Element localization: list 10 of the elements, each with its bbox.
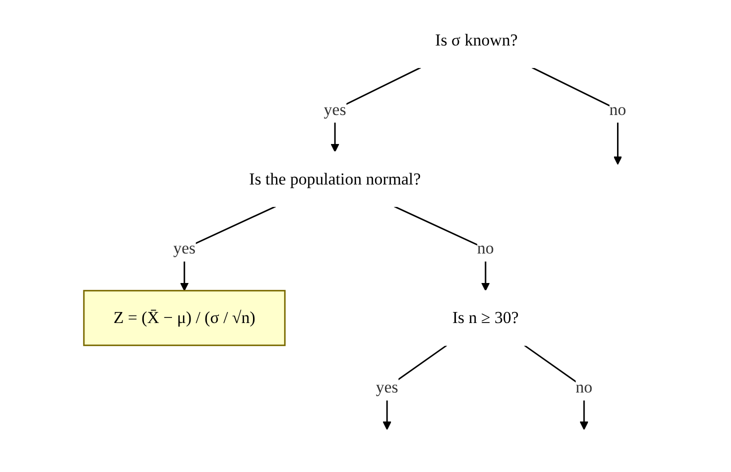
edge-label: no — [477, 238, 494, 258]
node-text: Is σ known? — [435, 30, 518, 50]
node-text: Is the population normal? — [249, 170, 421, 188]
edge-label: yes — [376, 378, 398, 397]
edge-label: yes — [324, 100, 346, 119]
node-text: Is n ≥ 30? — [452, 308, 519, 328]
edge-label: no — [576, 378, 592, 397]
edge-label: yes — [173, 238, 196, 258]
edge-label: no — [609, 100, 626, 119]
node-box: Z = (X̄ − μ) / (σ / √n) — [83, 290, 286, 346]
